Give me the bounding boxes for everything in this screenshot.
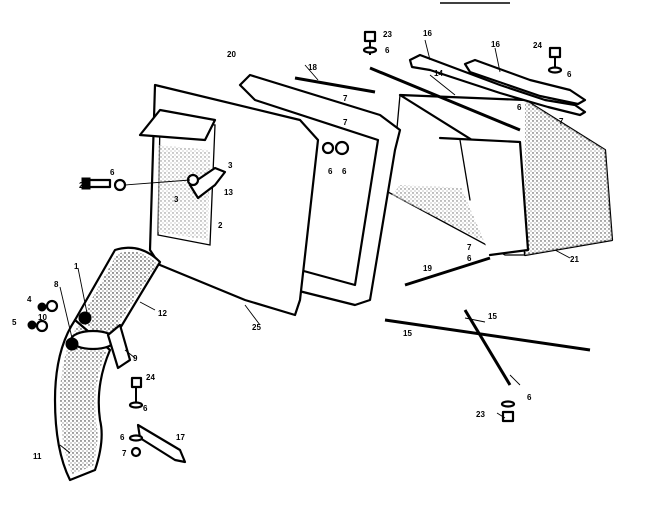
frame-panel [138, 83, 320, 317]
grass-bag [387, 93, 614, 257]
leader-lines [59, 39, 571, 454]
washer-group-mid [321, 140, 350, 156]
rod-18 [294, 76, 376, 94]
label-20: 20 [227, 50, 236, 59]
bolt-22 [81, 177, 127, 192]
label-3b: 3 [228, 161, 233, 170]
support-bar-16 [408, 53, 587, 117]
label-6g: 6 [527, 393, 532, 402]
label-24a: 24 [533, 41, 542, 50]
label-7a: 7 [343, 94, 348, 103]
label-6i: 6 [120, 433, 125, 442]
label-13: 13 [224, 188, 233, 197]
label-16b: 16 [491, 40, 500, 49]
label-6j: 6 [342, 167, 347, 176]
label-7d: 7 [122, 449, 127, 458]
label-7b: 7 [559, 117, 564, 126]
strap-9 [106, 323, 132, 370]
label-6f: 6 [467, 254, 472, 263]
label-11: 11 [33, 452, 42, 461]
label-3a: 3 [174, 195, 179, 204]
bracket-17 [128, 376, 187, 464]
label-6d: 6 [567, 70, 572, 79]
label-9: 9 [133, 354, 138, 363]
label-6c: 6 [385, 46, 390, 55]
bolt-24-top [547, 46, 563, 74]
label-24b: 24 [146, 373, 155, 382]
label-7e: 7 [343, 118, 348, 127]
label-10: 10 [38, 313, 47, 322]
rod-19 [404, 256, 491, 287]
bolt-23-top [362, 30, 378, 55]
rod-15-pair [384, 309, 591, 386]
label-22: 22 [79, 181, 88, 190]
bolt-23-bottom [500, 400, 516, 423]
label-5: 5 [12, 318, 17, 327]
label-1: 1 [74, 262, 79, 271]
label-6b: 6 [328, 167, 333, 176]
chute-hardware [27, 299, 92, 351]
label-17: 17 [176, 433, 185, 442]
label-7c: 7 [467, 243, 472, 252]
label-6h: 6 [143, 404, 148, 413]
label-19: 19 [423, 264, 432, 273]
label-2: 2 [218, 221, 223, 230]
label-25: 25 [252, 323, 261, 332]
part-labels: 1 2 3 3 4 5 6 6 6 6 6 6 6 6 6 6 7 7 7 7 … [12, 29, 579, 461]
label-23a: 23 [383, 30, 392, 39]
label-6a: 6 [110, 168, 115, 177]
label-12: 12 [158, 309, 167, 318]
bracket-13 [186, 166, 227, 200]
label-18: 18 [308, 63, 317, 72]
label-16a: 16 [423, 29, 432, 38]
label-15b: 15 [403, 329, 412, 338]
label-4: 4 [27, 295, 32, 304]
rod-14 [369, 66, 521, 132]
label-21: 21 [570, 255, 579, 264]
label-6e: 6 [517, 103, 522, 112]
label-15a: 15 [488, 312, 497, 321]
label-23b: 23 [476, 410, 485, 419]
label-8: 8 [54, 280, 59, 289]
label-14: 14 [434, 69, 443, 78]
rear-frame [238, 73, 402, 307]
grass-chute [53, 246, 162, 482]
